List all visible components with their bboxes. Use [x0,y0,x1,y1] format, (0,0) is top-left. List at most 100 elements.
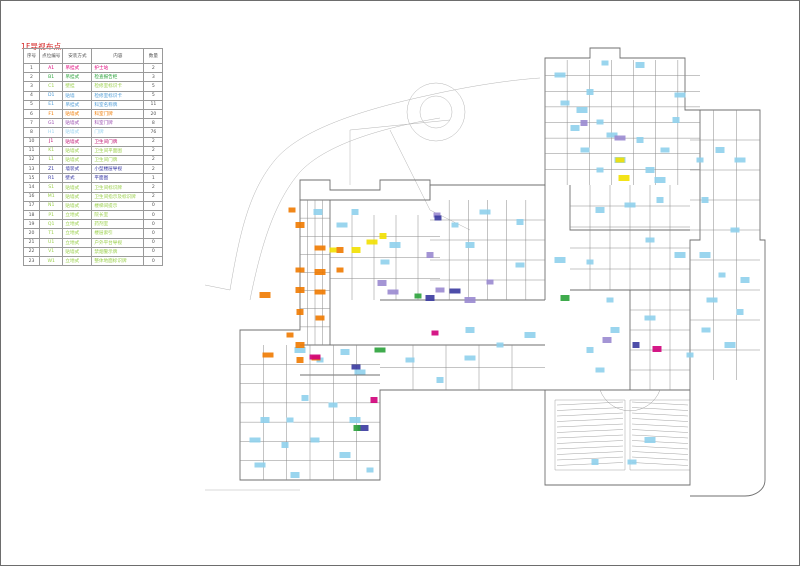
sign-marker-cyan [254,462,266,468]
legend-code: S1 [38,182,64,193]
seat-row [556,451,624,455]
sign-marker-orange [296,357,304,363]
stage-arc [599,389,661,411]
legend-qty: 2 [143,164,164,175]
sign-marker-cyan [586,259,594,265]
seat-row [556,423,624,428]
sign-marker-cyan [706,297,718,303]
sign-marker-purple [433,212,441,218]
seat-row [631,440,689,444]
sign-marker-cyan [596,167,604,173]
legend-qty: 0 [143,200,164,212]
seat-row [631,451,689,455]
sign-marker-cyan [674,92,686,98]
seat-row [556,401,624,406]
legend-qty: 2 [143,136,164,147]
sign-marker-orange [314,269,326,275]
seat-row [556,407,624,411]
sign-marker-magenta [370,397,378,403]
sign-marker-orange [296,309,304,315]
legend-code: J1 [38,136,64,147]
sign-marker-cyan [286,417,294,423]
sign-marker-cyan [674,252,686,258]
sign-marker-orange [295,287,305,293]
sign-marker-cyan [554,72,566,78]
sign-marker-purple [614,135,626,141]
legend-qty: 2 [143,191,164,202]
legend-code: M1 [38,191,64,202]
sign-marker-cyan [645,237,655,243]
legend-qty: 0 [143,219,164,230]
sign-marker-purple [435,287,445,293]
sign-marker-cyan [405,357,415,363]
sign-marker-yellow [379,233,387,239]
sign-marker-cyan [336,222,348,228]
sign-marker-cyan [701,327,711,333]
sign-marker-cyan [554,257,566,263]
sign-marker-cyan [496,342,504,348]
room-partitions [240,60,760,480]
sign-marker-cyan [340,349,350,355]
sign-marker-orange [295,342,305,348]
sign-marker-cyan [696,157,704,163]
sign-marker-purple [486,279,494,285]
sign-marker-cyan [596,119,604,125]
sign-marker-purple [426,252,434,258]
seat-row [556,462,624,466]
sign-marker-cyan [606,132,618,138]
sign-marker-cyan [570,125,580,131]
sign-marker-cyan [740,277,750,283]
sign-marker-magenta [309,354,321,360]
sign-marker-cyan [627,459,637,465]
seat-row [556,445,624,450]
seat-row [556,440,624,444]
legend-qty: 2 [143,182,164,193]
seat-row [556,434,624,439]
sign-marker-cyan [699,252,711,258]
sign-marker-orange [295,267,305,273]
seat-row [631,434,689,439]
sign-marker-cyan [656,197,664,203]
sign-marker-yellow [351,247,361,253]
sign-marker-cyan [436,377,444,383]
sign-marker-purple [377,280,387,286]
sign-marker-orange [336,247,344,253]
sign-marker-cyan [718,272,726,278]
sign-marker-cyan [354,369,366,375]
sign-marker-cyan [701,197,709,203]
sign-marker-purple [580,120,588,126]
sign-marker-cyan [660,147,670,153]
sign-marker-cyan [479,209,491,215]
legend-code: V1 [38,246,64,257]
sign-marker-cyan [294,347,306,353]
page-title: 1F导视布点 [21,42,62,51]
sign-marker-cyan [576,107,588,113]
sign-marker-cyan [515,262,525,268]
sign-marker-cyan [451,222,459,228]
sign-marker-cyan [645,167,655,173]
site-outline [204,77,541,491]
sign-marker-cyan [465,327,475,333]
sign-marker-orange [286,332,294,338]
sign-marker-cyan [351,209,359,215]
sign-marker-cyan [672,117,680,123]
sign-marker-yellow [366,239,378,245]
sign-marker-cyan [560,100,570,106]
legend-header-code: 点位编号 [38,48,64,64]
sign-marker-cyan [610,327,620,333]
legend-qty: 76 [143,127,164,138]
sign-marker-darkblue [632,342,640,348]
sign-marker-cyan [644,315,656,321]
